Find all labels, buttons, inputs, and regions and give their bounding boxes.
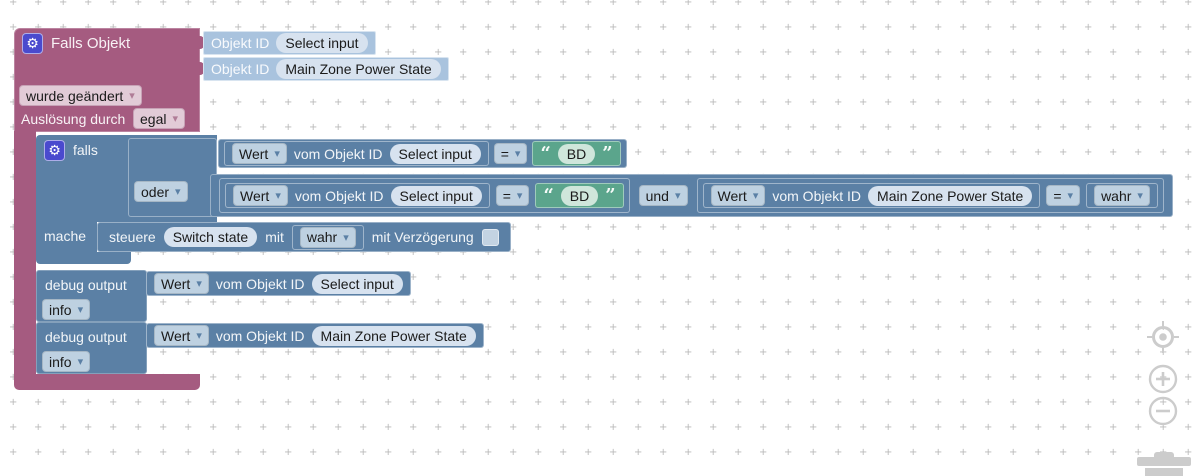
objekt-id-label: Objekt ID [211,61,270,77]
string-block[interactable]: “ BD ” [535,183,624,208]
quote-close-icon: ” [605,184,616,206]
string-field[interactable]: BD [560,185,599,206]
objekt-id-block[interactable]: Objekt ID Select input [203,31,376,55]
compare-block[interactable]: Wert vom Objekt ID Main Zone Power State… [696,178,1164,213]
trigger-block[interactable]: ⚙ Falls Objekt wurde geändert Auslösung … [14,28,200,132]
objekt-id-field[interactable]: Main Zone Power State [276,59,441,79]
compare-dropdown[interactable]: = [493,143,528,164]
trash-lid [1137,457,1191,466]
debug-label: debug output [45,277,127,293]
bool-block[interactable]: wahr [1086,183,1158,208]
compare-block[interactable]: Wert vom Objekt ID Select input = “ BD ” [219,178,630,213]
block-title: Falls Objekt [51,35,131,52]
objekt-id-label: Objekt ID [211,35,270,51]
quote-close-icon: ” [602,142,613,164]
value-dropdown[interactable]: Wert [710,185,766,206]
trigger-block-spine [14,131,36,375]
compare-dropdown[interactable]: = [1046,185,1081,206]
trash-lid-handle [1154,452,1174,458]
bool-block[interactable]: wahr [291,224,364,250]
compare-block[interactable]: Wert vom Objekt ID Select input = “ BD ” [218,139,627,168]
object-id-field[interactable]: Select input [389,143,481,164]
quote-open-icon: “ [543,184,554,206]
compare-dropdown[interactable]: = [495,185,530,206]
vom-objekt-id-label: vom Objekt ID [215,327,305,344]
zoom-in-button[interactable] [1148,364,1178,394]
zoom-out-button[interactable] [1148,396,1178,426]
get-value-block[interactable]: Wert vom Objekt ID Main Zone Power State [702,183,1041,208]
trash-body [1145,468,1183,476]
debug-block[interactable]: debug output info [36,322,147,374]
debug-block[interactable]: debug output info [36,270,147,322]
value-socket-tab [196,62,204,75]
or-operator-block[interactable] [128,138,217,217]
get-value-block[interactable]: Wert vom Objekt ID Select input [224,141,489,166]
objekt-id-field[interactable]: Select input [276,33,368,53]
delay-checkbox[interactable] [481,228,499,246]
mutator-gear-icon[interactable]: ⚙ [22,33,43,54]
steuere-label: steuere [109,229,156,245]
if-block-do-wall [36,222,97,252]
quote-open-icon: “ [540,142,551,164]
debug-label: debug output [45,329,127,345]
or-dropdown[interactable]: oder [134,181,188,202]
object-id-field[interactable]: Select input [311,273,403,294]
bool-dropdown[interactable]: wahr [1094,185,1150,206]
and-operator-block[interactable]: Wert vom Objekt ID Select input = “ BD ”… [210,174,1173,217]
objekt-id-block[interactable]: Objekt ID Main Zone Power State [203,57,449,81]
mutator-gear-icon[interactable]: ⚙ [44,140,65,161]
value-dropdown[interactable]: Wert [154,273,209,294]
mit-label: mit [265,229,284,245]
trigger-by-dropdown[interactable]: egal [133,108,185,129]
control-block[interactable]: steuere Switch state mit wahr mit Verzög… [97,222,511,252]
delay-label: mit Verzögerung [371,229,474,245]
object-id-field[interactable]: Main Zone Power State [868,185,1033,206]
loglevel-dropdown[interactable]: info [42,351,91,372]
vom-objekt-id-label: vom Objekt ID [294,187,384,204]
zoom-reset-button[interactable] [1146,320,1180,354]
value-socket-tab [196,36,204,49]
string-block[interactable]: “ BD ” [532,141,621,166]
vom-objekt-id-label: vom Objekt ID [293,145,383,162]
vom-objekt-id-label: vom Objekt ID [215,275,305,292]
loglevel-dropdown[interactable]: info [42,299,91,320]
change-trigger-dropdown[interactable]: wurde geändert [19,85,142,106]
and-dropdown[interactable]: und [638,185,688,206]
object-id-field[interactable]: Main Zone Power State [311,325,476,346]
object-id-field[interactable]: Select input [390,185,482,206]
falls-label: falls [73,142,98,158]
value-dropdown[interactable]: Wert [154,325,209,346]
value-dropdown[interactable]: Wert [232,143,287,164]
state-field[interactable]: Switch state [163,227,258,247]
trigger-by-label: Auslösung durch [21,111,126,127]
get-value-block[interactable]: Wert vom Objekt ID Main Zone Power State [146,323,484,348]
if-block-bottom-tab [36,252,131,264]
bool-dropdown[interactable]: wahr [299,226,356,248]
trigger-block-foot [14,374,200,390]
string-field[interactable]: BD [557,143,596,164]
mache-label: mache [44,228,87,244]
vom-objekt-id-label: vom Objekt ID [772,187,862,204]
value-dropdown[interactable]: Wert [233,185,288,206]
get-value-block[interactable]: Wert vom Objekt ID Select input [146,271,411,296]
get-value-block[interactable]: Wert vom Objekt ID Select input [225,183,490,208]
